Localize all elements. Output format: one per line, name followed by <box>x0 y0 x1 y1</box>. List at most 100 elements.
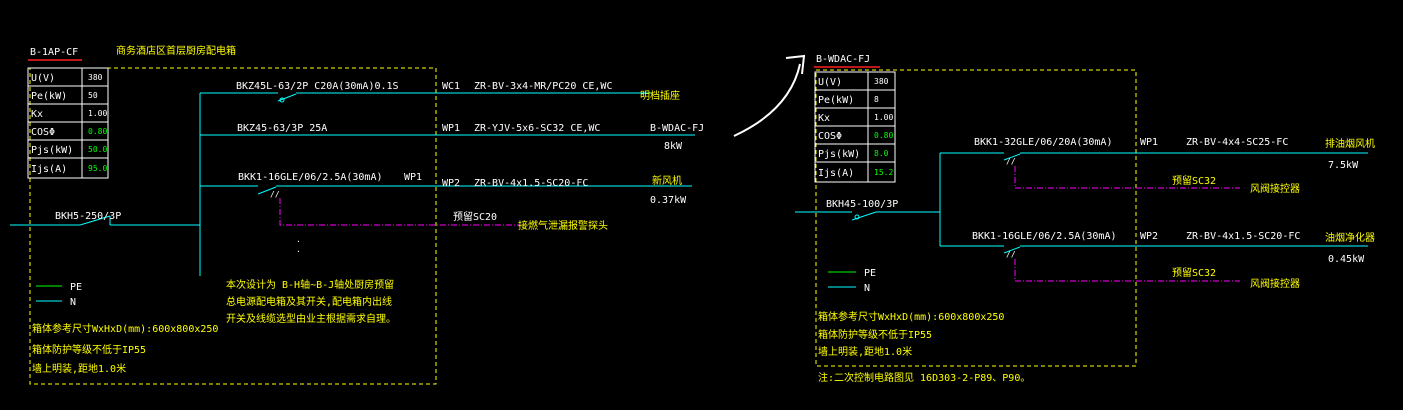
breaker-tick: // <box>1006 250 1016 259</box>
left-param-value: 0.80 <box>88 127 107 136</box>
left-panel-code: B-1AP-CF <box>30 47 78 58</box>
left-spec-line: 箱体参考尺寸WxHxD(mm):600x800x250 <box>32 322 218 335</box>
breaker-symbol <box>1003 246 1021 254</box>
right-param-table-border <box>814 71 896 183</box>
right-param-value: 380 <box>874 77 889 86</box>
right-param-value: 8 <box>874 95 879 104</box>
right-circuit-id: WP1 <box>1140 137 1158 148</box>
rcd-marker <box>279 97 285 103</box>
right-footnote: 注:二次控制电路图见 16D303-2-P89、P90。 <box>818 371 1030 384</box>
left-cable-spec: ZR-BV-4x1.5-SC20-FC <box>474 178 588 189</box>
right-control-wire <box>1014 166 1240 189</box>
left-design-note-line: 开关及线缆选型由业主根据需求自理。 <box>226 312 396 325</box>
left-param-label: Kx <box>31 109 43 120</box>
right-param-value: 8.0 <box>874 149 889 158</box>
left-param-value: 50.0 <box>88 145 107 154</box>
left-cable-spec: ZR-YJV-5x6-SC32 CE,WC <box>474 123 600 134</box>
right-param-label: Pe(kW) <box>818 95 854 106</box>
left-distribution-panel: B-1AP-CF 商务酒店区首层厨房配电箱 U(V) 380 Pe(kW) 50… <box>10 44 704 385</box>
left-spec-line: 墙上明装,距地1.0米 <box>32 362 126 375</box>
right-main-breaker-label: BKH45-100/3P <box>826 199 898 210</box>
left-panel-title: 商务酒店区首层厨房配电箱 <box>116 44 236 57</box>
breaker-symbol <box>257 186 277 195</box>
left-breaker-label: BKZ45L-63/2P C20A(30mA)0.1S <box>236 81 399 92</box>
right-circuit-id: WP2 <box>1140 231 1158 242</box>
left-load-power: 8kW <box>664 141 683 152</box>
left-pe-label: PE <box>70 282 82 293</box>
breaker-symbol <box>1003 153 1021 161</box>
left-param-table: U(V) 380 Pe(kW) 50 Kx 1.00 COSΦ 0.80 Pjs… <box>27 67 109 179</box>
left-param-value: 50 <box>88 91 98 100</box>
left-spec-line: 箱体防护等级不低于IP55 <box>32 343 146 356</box>
left-circuit-id: WP1 <box>442 123 460 134</box>
left-load-name: 明档插座 <box>640 89 680 102</box>
right-load-power: 7.5kW <box>1328 160 1359 171</box>
left-cable-spec: ZR-BV-3x4-MR/PC20 CE,WC <box>474 81 612 92</box>
right-breaker-label: BKK1-16GLE/06/2.5A(30mA) <box>972 231 1117 242</box>
left-design-note-line: 本次设计为 B-H轴~B-J轴处厨房预留 <box>226 278 394 291</box>
left-n-label: N <box>70 297 76 308</box>
continuation-dots: · <box>296 237 301 246</box>
right-circuit-wp1: // BKK1-32GLE/06/20A(30mA) WP1 ZR-BV-4x4… <box>940 137 1375 195</box>
right-load-power: 0.45kW <box>1328 254 1365 265</box>
right-load-name: 排油烟风机 <box>1325 137 1375 150</box>
connector-arrow <box>733 63 801 137</box>
left-load-power: 0.37kW <box>650 195 687 206</box>
left-main-breaker-symbol <box>79 215 111 226</box>
left-param-label: COSΦ <box>31 127 55 138</box>
continuation-dots: · <box>296 247 301 256</box>
left-param-value: 1.00 <box>88 109 107 118</box>
left-param-label: Pjs(kW) <box>31 145 73 156</box>
right-breaker-label: BKK1-32GLE/06/20A(30mA) <box>974 137 1112 148</box>
left-control-note: 接燃气泄漏报警探头 <box>518 219 608 232</box>
right-param-value: 1.00 <box>874 113 893 122</box>
left-load-name: B-WDAC-FJ <box>650 123 704 134</box>
right-panel-code: B-WDAC-FJ <box>816 54 870 65</box>
right-param-label: Kx <box>818 113 830 124</box>
right-spec-line: 箱体防护等级不低于IP55 <box>818 328 932 341</box>
left-circuit-id: WC1 <box>442 81 460 92</box>
left-design-note-line: 总电源配电箱及其开关,配电箱内出线 <box>226 295 392 308</box>
left-circuit-wp1: BKZ45-63/3P 25A WP1 ZR-YJV-5x6-SC32 CE,W… <box>200 123 704 152</box>
left-param-value: 95.0 <box>88 164 107 173</box>
left-param-value: 380 <box>88 73 103 82</box>
right-param-label: Ijs(A) <box>818 168 854 179</box>
right-main-rcd-marker <box>854 214 860 220</box>
right-spec-line: 箱体参考尺寸WxHxD(mm):600x800x250 <box>818 310 1004 323</box>
left-param-label: U(V) <box>31 73 55 84</box>
right-param-label: U(V) <box>818 77 842 88</box>
right-control-pipe: 预留SC32 <box>1172 174 1216 187</box>
left-param-table-border <box>27 67 109 179</box>
right-param-table: U(V) 380 Pe(kW) 8 Kx 1.00 COSΦ 0.80 Pjs(… <box>814 71 896 183</box>
left-circuit-id: WP2 <box>442 178 460 189</box>
right-control-wire <box>1014 259 1240 282</box>
left-control-pipe: 预留SC20 <box>453 210 497 223</box>
breaker-tick: // <box>1006 157 1016 166</box>
right-pe-label: PE <box>864 268 876 279</box>
breaker-tick: // <box>270 190 280 199</box>
left-circuit-wp2: // BKK1-16GLE/06/2.5A(30mA) WP1 WP2 ZR-B… <box>200 172 692 256</box>
right-n-label: N <box>864 283 870 294</box>
right-spec-line: 墙上明装,距地1.0米 <box>818 345 912 358</box>
left-circuit-wc1: BKZ45L-63/2P C20A(30mA)0.1S WC1 ZR-BV-3x… <box>200 81 680 103</box>
left-breaker-label: BKZ45-63/3P 25A <box>237 123 327 134</box>
right-param-value: 15.2 <box>874 168 893 177</box>
right-distribution-panel: B-WDAC-FJ U(V) 380 Pe(kW) 8 Kx 1.00 COSΦ… <box>795 54 1375 384</box>
right-param-label: Pjs(kW) <box>818 149 860 160</box>
left-param-label: Pe(kW) <box>31 91 67 102</box>
right-param-value: 0.80 <box>874 131 893 140</box>
right-control-pipe: 预留SC32 <box>1172 266 1216 279</box>
left-breaker-label: BKK1-16GLE/06/2.5A(30mA) <box>238 172 383 183</box>
right-control-note: 风阀接控器 <box>1250 182 1300 195</box>
right-cable-spec: ZR-BV-4x4-SC25-FC <box>1186 137 1288 148</box>
connector-arrow-head <box>785 54 806 75</box>
right-cable-spec: ZR-BV-4x1.5-SC20-FC <box>1186 231 1300 242</box>
right-load-name: 油烟净化器 <box>1325 231 1375 244</box>
breaker-symbol <box>277 93 297 102</box>
right-param-label: COSΦ <box>818 131 842 142</box>
left-main-breaker-label: BKH5-250/3P <box>55 211 121 222</box>
left-circuit-extra-id: WP1 <box>404 172 422 183</box>
left-control-wire <box>279 198 520 226</box>
